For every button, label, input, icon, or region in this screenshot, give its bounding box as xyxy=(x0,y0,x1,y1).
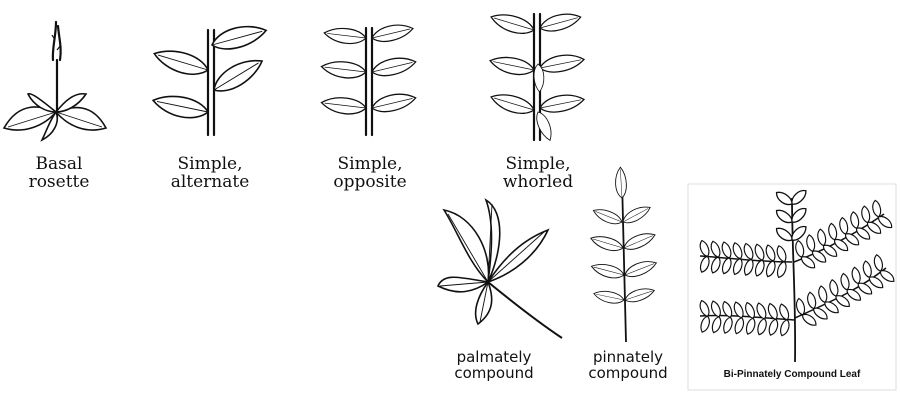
label-palmately-compound: palmately compound xyxy=(444,350,544,382)
palmately-compound-drawing xyxy=(438,200,562,338)
label-simple-alternate: Simple, alternate xyxy=(162,156,258,192)
label-simple-whorled: Simple, whorled xyxy=(488,156,588,192)
simple-whorled-drawing xyxy=(488,9,585,143)
basal-rosette-drawing xyxy=(4,22,106,140)
label-pinnately-compound: pinnately compound xyxy=(578,350,678,382)
label-simple-opposite: Simple, opposite xyxy=(318,156,422,192)
label-bi-pinnately-compound: Bi-Pinnately Compound Leaf xyxy=(692,370,892,381)
bi-pinnately-compound-drawing xyxy=(688,184,896,390)
simple-alternate-drawing xyxy=(151,22,269,135)
simple-opposite-drawing xyxy=(320,22,417,135)
pinnately-compound-drawing xyxy=(589,167,658,342)
label-basal-rosette: Basal rosette xyxy=(16,156,102,192)
